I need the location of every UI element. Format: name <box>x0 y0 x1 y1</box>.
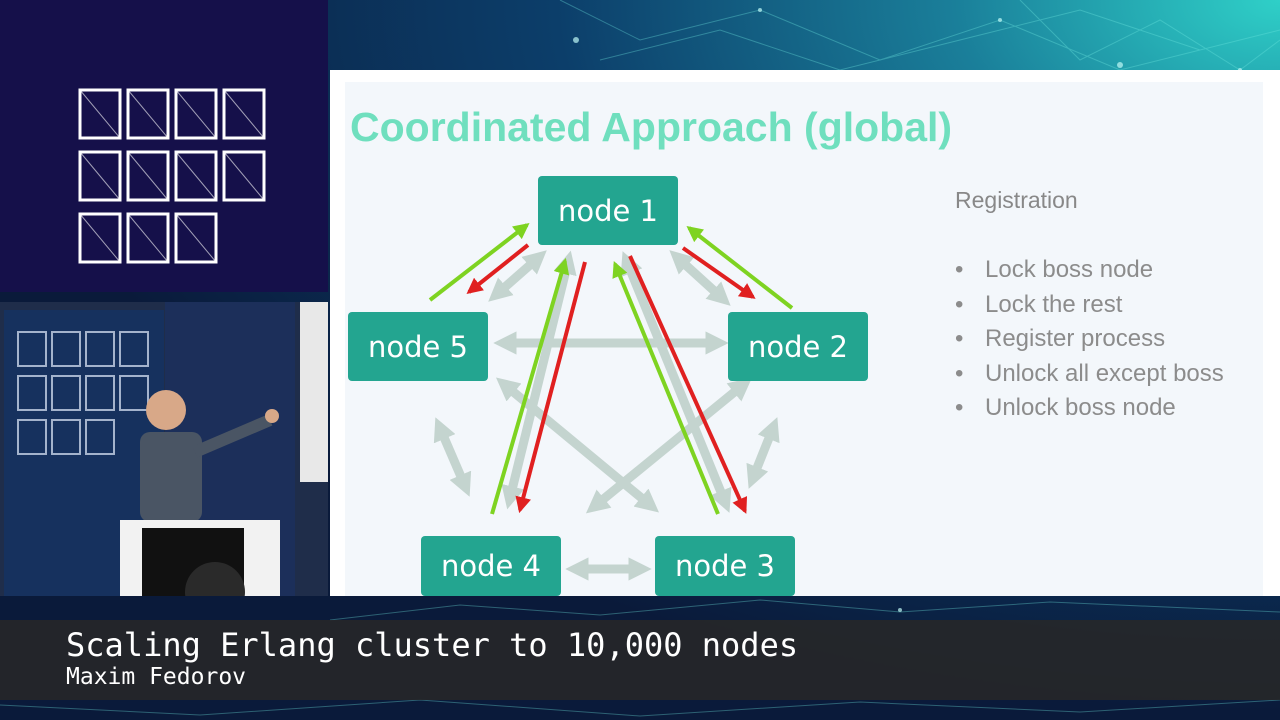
node-2-box: node 2 <box>728 312 868 381</box>
lock-1-4 <box>515 261 587 514</box>
node-1-box: node 1 <box>538 176 678 245</box>
lock-1-3 <box>628 255 748 514</box>
ack-4-1 <box>490 257 570 515</box>
node-diagram <box>428 223 794 581</box>
list-item: •Register process <box>955 325 1166 353</box>
list-item: •Lock boss node <box>955 256 1154 283</box>
list-item: •Unlock boss node <box>955 394 1176 422</box>
link-2-4 <box>585 377 753 514</box>
link-2-3 <box>746 417 780 489</box>
talk-title: Scaling Erlang cluster to 10,000 nodes <box>66 626 799 664</box>
conference-logo-panel <box>0 0 328 292</box>
node-5-box: node 5 <box>348 312 488 381</box>
link-5-4 <box>433 417 472 497</box>
link-1-2 <box>669 250 731 306</box>
slide-title: Coordinated Approach (global) <box>350 104 953 150</box>
list-item: •Unlock all except boss <box>955 359 1224 387</box>
registration-steps: •Lock boss node •Lock the rest •Register… <box>955 255 1224 428</box>
list-item: •Lock the rest <box>955 290 1123 318</box>
lock-1-2 <box>681 246 756 299</box>
speaker-video <box>0 302 328 596</box>
registration-heading: Registration <box>955 187 1078 213</box>
ack-2-1 <box>686 226 794 310</box>
node-4-box: node 4 <box>421 536 561 596</box>
speaker-video-frame <box>0 302 328 596</box>
codemesh-logo <box>78 88 266 264</box>
speaker-name: Maxim Fedorov <box>66 664 247 690</box>
video-caption-bar <box>0 620 1280 700</box>
ack-5-1 <box>428 223 530 302</box>
link-1-4 <box>501 250 577 510</box>
lock-1-5 <box>466 243 530 294</box>
ack-3-1 <box>612 261 720 515</box>
node-3-box: node 3 <box>655 536 795 596</box>
